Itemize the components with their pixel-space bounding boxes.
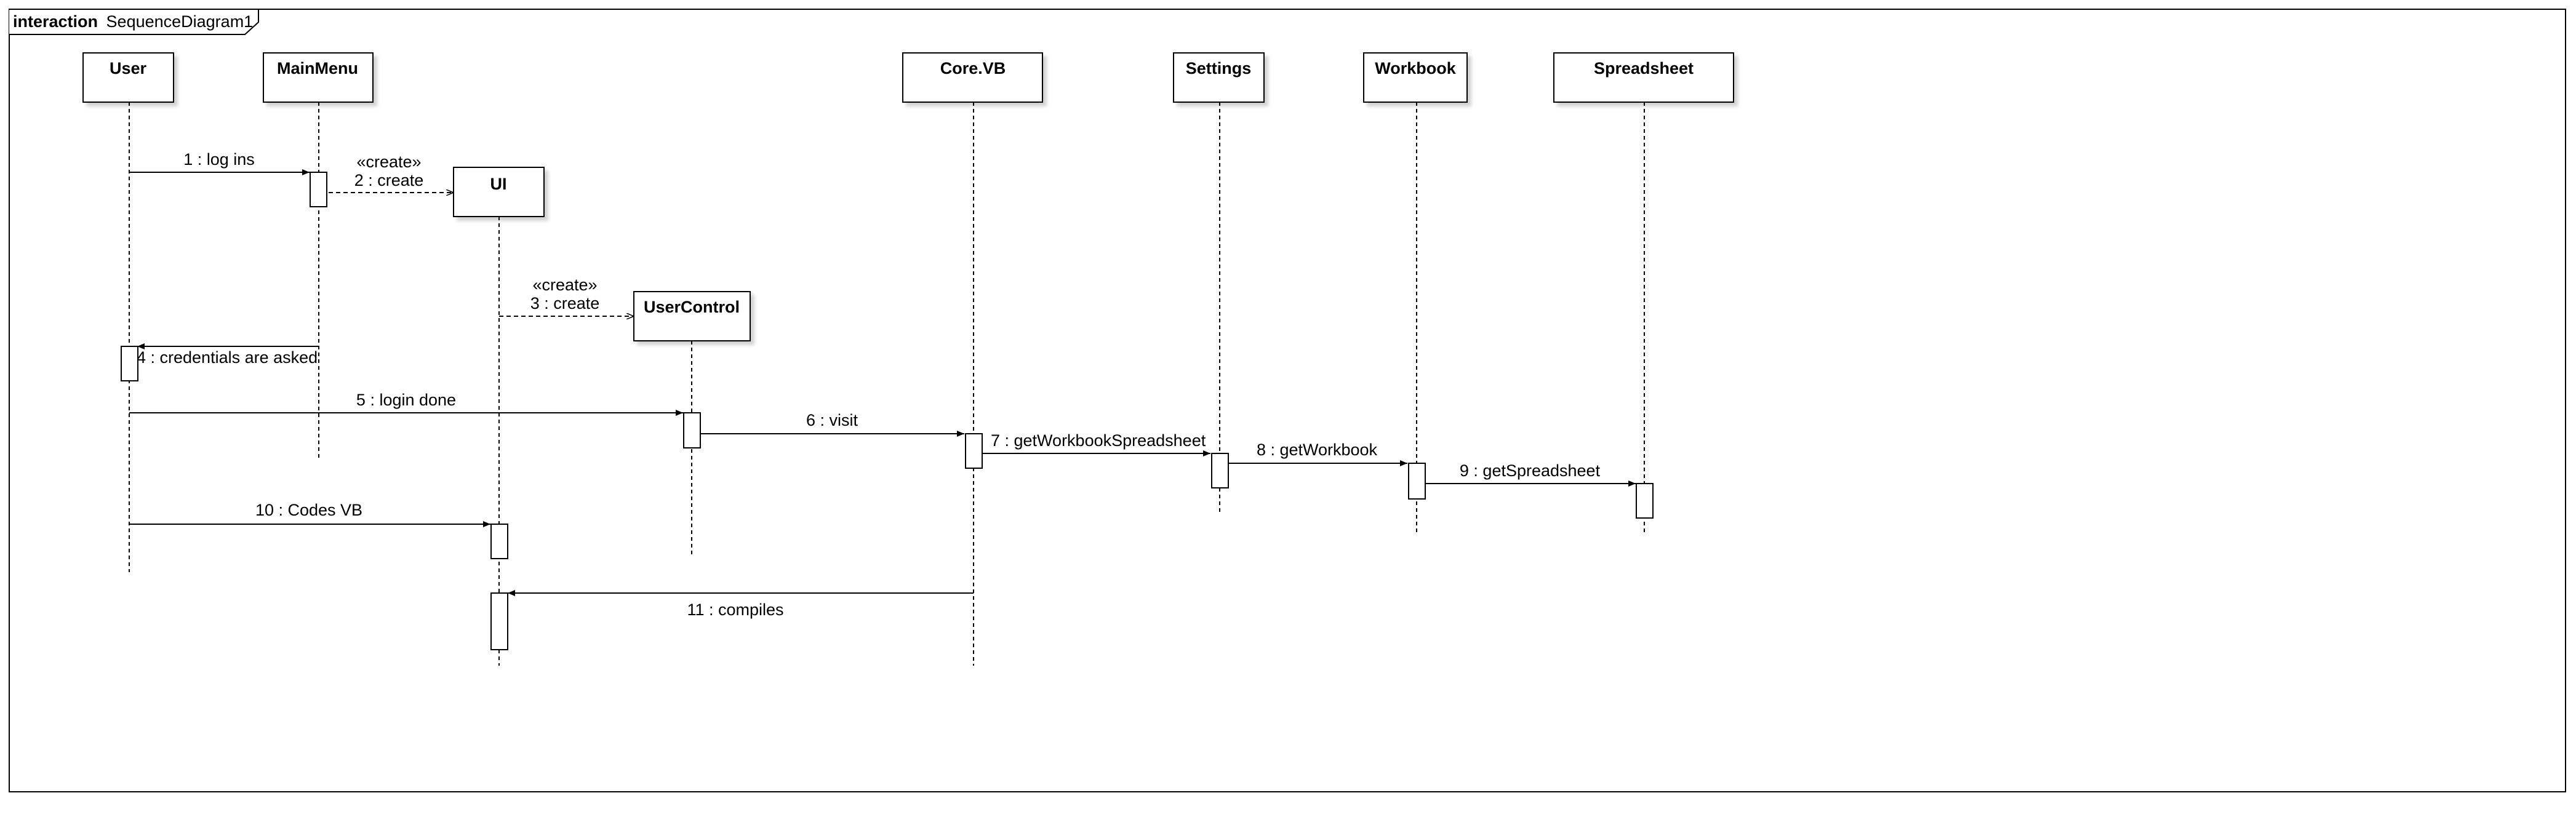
lifeline-name-spreadsheet: Spreadsheet bbox=[1594, 59, 1694, 78]
message-stereotype: «create» bbox=[532, 276, 597, 294]
message-label: 3 : create bbox=[530, 294, 600, 313]
message-stereotype: «create» bbox=[356, 153, 421, 171]
message-2[interactable]: «create» 2 : create bbox=[329, 153, 454, 193]
lifeline-head-settings[interactable] bbox=[1173, 52, 1265, 103]
message-label: 9 : getSpreadsheet bbox=[1460, 461, 1601, 480]
activation-bars bbox=[121, 172, 1654, 650]
message-9[interactable]: 9 : getSpreadsheet bbox=[1425, 461, 1636, 487]
activation-bar-settings[interactable] bbox=[1211, 453, 1229, 488]
activation-bar-usercontrol[interactable] bbox=[683, 412, 701, 448]
lifeline-head-workbook[interactable] bbox=[1363, 52, 1468, 103]
lifeline-name-workbook: Workbook bbox=[1375, 59, 1456, 78]
lifeline-corevb[interactable]: Core.VB bbox=[902, 52, 1043, 666]
message-label: 4 : credentials are asked bbox=[137, 348, 318, 367]
activation-bar-user[interactable] bbox=[121, 346, 138, 381]
message-label: 7 : getWorkbookSpreadsheet bbox=[991, 431, 1206, 450]
lifeline-usercontrol[interactable]: UserControl bbox=[633, 291, 751, 556]
lifeline-name-mainmenu: MainMenu bbox=[277, 59, 358, 78]
lifeline-user[interactable]: User bbox=[82, 52, 174, 572]
message-7[interactable]: 7 : getWorkbookSpreadsheet bbox=[982, 431, 1210, 456]
message-label: 2 : create bbox=[354, 171, 424, 189]
message-6[interactable]: 6 : visit bbox=[700, 411, 964, 437]
interaction-frame: interaction SequenceDiagram1 bbox=[9, 9, 2566, 792]
lifeline-head-spreadsheet[interactable] bbox=[1553, 52, 1734, 103]
lifeline-head-usercontrol[interactable] bbox=[633, 291, 751, 341]
activation-bar-corevb[interactable] bbox=[965, 433, 983, 469]
lifeline-head-corevb[interactable] bbox=[902, 52, 1043, 103]
message-1[interactable]: 1 : log ins bbox=[129, 150, 310, 175]
message-label: 5 : login done bbox=[356, 391, 456, 409]
activation-bar-ui-1[interactable] bbox=[490, 524, 508, 559]
message-11[interactable]: 11 : compiles bbox=[508, 590, 974, 619]
message-label: 11 : compiles bbox=[687, 600, 783, 619]
lifeline-head-user[interactable] bbox=[82, 52, 174, 103]
lifeline-head-ui[interactable] bbox=[453, 167, 545, 217]
message-10[interactable]: 10 : Codes VB bbox=[129, 501, 490, 527]
lifeline-name-ui: UI bbox=[490, 175, 507, 193]
frame-border bbox=[9, 9, 2566, 792]
frame-label: interaction SequenceDiagram1 bbox=[13, 12, 253, 31]
lifeline-name-settings: Settings bbox=[1186, 59, 1252, 78]
lifeline-settings[interactable]: Settings bbox=[1173, 52, 1265, 512]
message-label: 10 : Codes VB bbox=[255, 501, 362, 519]
frame-label-pentagon bbox=[9, 9, 259, 35]
activation-bar-workbook[interactable] bbox=[1408, 463, 1426, 500]
frame-name: SequenceDiagram1 bbox=[106, 12, 254, 31]
message-label: 1 : log ins bbox=[183, 150, 255, 169]
activation-bar-ui-2[interactable] bbox=[490, 592, 508, 650]
message-label: 6 : visit bbox=[806, 411, 858, 429]
lifeline-name-user: User bbox=[110, 59, 147, 78]
message-label: 8 : getWorkbook bbox=[1257, 440, 1378, 459]
lifeline-mainmenu[interactable]: MainMenu bbox=[263, 52, 374, 460]
activation-bar-spreadsheet[interactable] bbox=[1636, 483, 1654, 519]
lifeline-head-mainmenu[interactable] bbox=[263, 52, 374, 103]
frame-keyword: interaction bbox=[13, 12, 98, 31]
message-3[interactable]: «create» 3 : create bbox=[499, 276, 634, 316]
message-8[interactable]: 8 : getWorkbook bbox=[1228, 440, 1407, 466]
lifeline-name-corevb: Core.VB bbox=[940, 59, 1006, 78]
lifeline-name-usercontrol: UserControl bbox=[644, 298, 740, 316]
activation-bar-mainmenu[interactable] bbox=[310, 172, 327, 207]
message-5[interactable]: 5 : login done bbox=[129, 391, 683, 416]
lifeline-spreadsheet[interactable]: Spreadsheet bbox=[1553, 52, 1734, 535]
lifeline-ui[interactable]: UI bbox=[453, 167, 545, 666]
message-4[interactable]: 4 : credentials are asked bbox=[137, 343, 319, 367]
